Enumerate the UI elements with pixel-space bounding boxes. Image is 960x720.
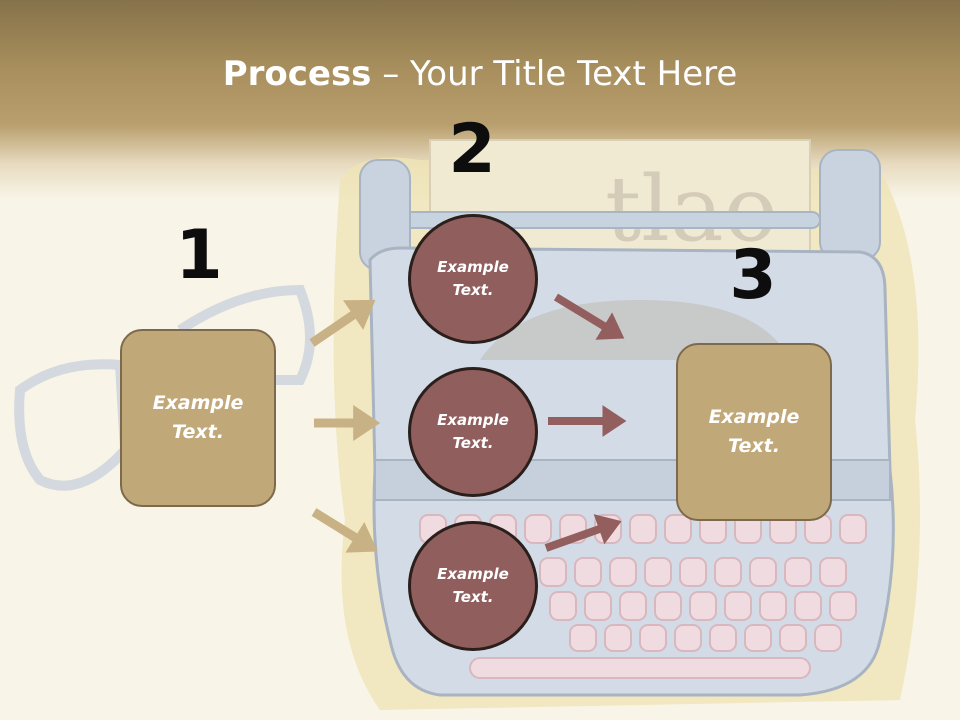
step-number-2: 2 <box>448 110 496 189</box>
step-number-1: 1 <box>175 216 223 295</box>
arrow-top-to-3 <box>553 293 625 340</box>
step-3-text: Example Text. <box>708 406 800 457</box>
step-3-box[interactable]: Example Text. <box>676 343 832 521</box>
circle-bottom-text: Example Text. <box>437 565 509 606</box>
title-rest: – Your Title Text Here <box>371 54 738 94</box>
slide-title: Process – Your Title Text Here <box>0 52 960 96</box>
circle-middle[interactable]: Example Text. <box>408 367 538 497</box>
title-bold: Process <box>222 54 372 94</box>
svg-text:tlao: tlao <box>605 157 778 262</box>
circle-top[interactable]: Example Text. <box>408 214 538 344</box>
step-1-box[interactable]: Example Text. <box>120 329 276 507</box>
step-1-text: Example Text. <box>152 392 244 443</box>
circle-bottom[interactable]: Example Text. <box>408 521 538 651</box>
circle-top-text: Example Text. <box>437 258 509 299</box>
arrow-1-to-top <box>309 299 376 347</box>
step-number-3: 3 <box>729 236 777 315</box>
arrow-bottom-to-3 <box>544 514 622 552</box>
circle-middle-text: Example Text. <box>437 411 509 452</box>
arrow-1-to-bottom <box>311 508 378 553</box>
